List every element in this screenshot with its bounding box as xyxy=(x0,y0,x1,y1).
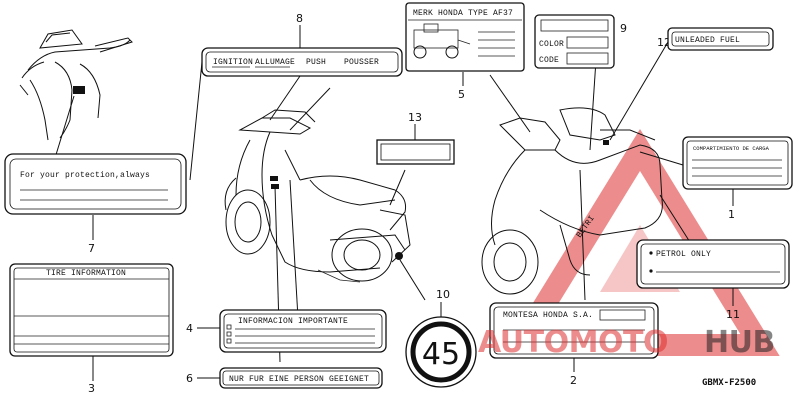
svg-text:PETROL ONLY: PETROL ONLY xyxy=(656,250,711,259)
svg-text:AUTOMOTO: AUTOMOTO xyxy=(478,325,668,360)
color-code-label: COLOR CODE xyxy=(534,14,615,69)
tire-info-label: TIRE INFORMATION xyxy=(9,263,174,357)
callout-8: 8 xyxy=(296,12,303,25)
svg-text:COLOR: COLOR xyxy=(539,40,564,49)
svg-text:MONTESA HONDA S.A.: MONTESA HONDA S.A. xyxy=(503,311,593,320)
callout-10: 10 xyxy=(436,288,450,301)
watermark-text: AUTOMOTO HUB xyxy=(478,325,775,360)
callout-11: 11 xyxy=(726,308,740,321)
callout-9: 9 xyxy=(620,22,627,35)
callout-numbers: 8 7 3 4 6 13 10 5 9 12 1 11 2 xyxy=(88,12,740,395)
person-label: NUR FUR EINE PERSON GEEIGNET xyxy=(219,367,383,389)
ignition-label: IGNITION ALLUMAGE PUSH POUSSER xyxy=(201,47,403,77)
svg-text:NUR FUR EINE PERSON GEEIGNET: NUR FUR EINE PERSON GEEIGNET xyxy=(229,375,369,384)
compartimiento-label: COMPARTIMIENTO DE CARGA xyxy=(682,136,793,190)
blank-label-13 xyxy=(376,139,455,165)
callout-13: 13 xyxy=(408,111,422,124)
svg-text:COMPARTIMIENTO DE CARGA: COMPARTIMIENTO DE CARGA xyxy=(693,145,770,152)
svg-text:45: 45 xyxy=(422,337,460,372)
handlebar-illustration xyxy=(19,29,133,141)
callout-4: 4 xyxy=(186,322,193,335)
callout-5: 5 xyxy=(458,88,465,101)
scooter-left-illustration xyxy=(224,109,411,283)
tractor-icon xyxy=(413,23,471,59)
svg-text:INFORMACION IMPORTANTE: INFORMACION IMPORTANTE xyxy=(238,317,348,326)
petrol-only-label: PETROL ONLY xyxy=(636,239,790,289)
svg-text:UNLEADED FUEL: UNLEADED FUEL xyxy=(675,36,740,45)
svg-text:POUSSER: POUSSER xyxy=(344,58,379,67)
svg-text:ALLUMAGE: ALLUMAGE xyxy=(255,58,295,67)
merk-label: MERK HONDA TYPE AF37 xyxy=(405,2,525,72)
svg-text:MERK HONDA TYPE AF37: MERK HONDA TYPE AF37 xyxy=(413,9,513,18)
svg-text:TIRE INFORMATION: TIRE INFORMATION xyxy=(46,269,126,278)
svg-text:HUB: HUB xyxy=(704,325,775,360)
callout-3: 3 xyxy=(88,382,95,395)
svg-text:PUSH: PUSH xyxy=(306,58,326,67)
diagram-code: GBMX-F2500 xyxy=(702,378,756,388)
montesa-label: MONTESA HONDA S.A. xyxy=(489,302,659,359)
callout-2: 2 xyxy=(570,374,577,387)
protection-label: For your protection,always xyxy=(4,153,187,215)
informacion-label: INFORMACION IMPORTANTE xyxy=(219,309,387,353)
callout-1: 1 xyxy=(728,208,735,221)
unleaded-fuel-label: UNLEADED FUEL xyxy=(667,27,774,51)
speed-limit-label: 45 xyxy=(405,316,477,388)
svg-text:CODE: CODE xyxy=(539,56,559,65)
callout-6: 6 xyxy=(186,372,193,385)
callout-7: 7 xyxy=(88,242,95,255)
svg-text:For your protection,always: For your protection,always xyxy=(20,171,150,180)
svg-text:IGNITION: IGNITION xyxy=(213,58,253,67)
